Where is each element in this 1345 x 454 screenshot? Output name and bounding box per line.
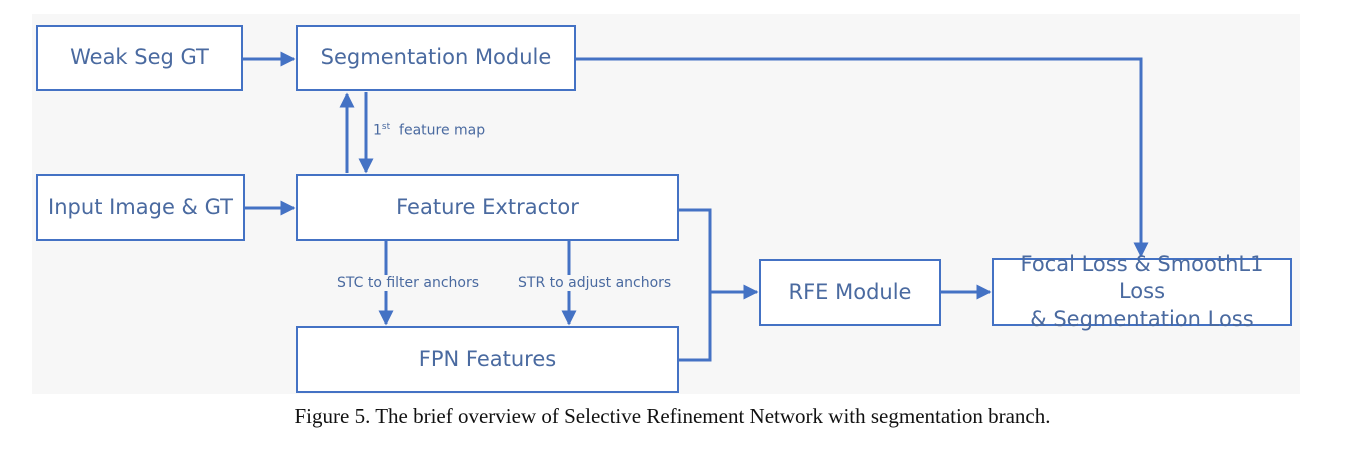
segmentation-module-node: Segmentation Module [296,25,576,91]
input-image-gt-node: Input Image & GT [36,174,245,241]
figure-caption: Figure 5. The brief overview of Selectiv… [294,404,1051,428]
segmentation-module-label: Segmentation Module [320,45,552,70]
stc-edge-label: STC to filter anchors [337,275,480,291]
rfe-module-node: RFE Module [759,259,941,326]
feature-extractor-node: Feature Extractor [296,174,679,241]
feature-map-ordinal-suffix: st [381,122,391,132]
weak-seg-gt-label: Weak Seg GT [70,45,209,70]
edge-segmodule-to-loss [575,57,1149,258]
edge-fpn-to-rfe [678,292,712,362]
weak-seg-gt-node: Weak Seg GT [36,25,243,91]
loss-label-line1: Focal Loss & SmoothL1 Loss [1020,252,1264,304]
input-image-gt-label: Input Image & GT [48,194,233,219]
fpn-features-node: FPN Features [296,326,679,393]
loss-node: Focal Loss & SmoothL1 Loss & Segmentatio… [992,252,1292,331]
feature-map-edge-label: 1st feature map [373,122,486,139]
feature-map-ordinal: 1 [373,122,382,139]
feature-map-text: feature map [399,122,486,139]
rfe-module-label: RFE Module [788,279,912,304]
fpn-features-label: FPN Features [418,346,557,371]
feature-extractor-label: Feature Extractor [396,194,579,219]
edge-extractor-to-rfe [678,208,759,300]
loss-label-line2: & Segmentation Loss [1030,306,1254,331]
str-edge-label: STR to adjust anchors [518,275,672,291]
